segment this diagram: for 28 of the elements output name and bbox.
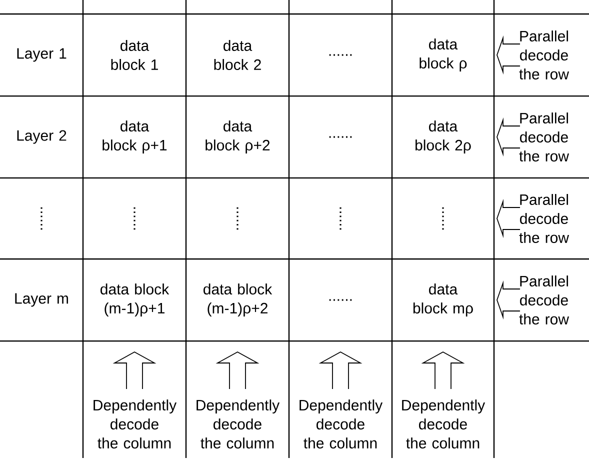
- ellipsis: ......: [340, 207, 342, 230]
- ellipsis: ......: [40, 207, 42, 230]
- ellipsis: ......: [134, 207, 136, 230]
- ellipsis: ......: [236, 207, 238, 230]
- data-block-label: data block (m-1)ρ+1: [100, 284, 170, 316]
- decode-note: Parallel decode the row: [519, 30, 570, 80]
- decode-note: Dependently decode the column: [300, 400, 383, 448]
- data-block-label: data block ρ+1: [102, 120, 167, 154]
- data-block-label: data block (m-1)ρ+2: [204, 284, 272, 316]
- data-block-label: data block 2: [214, 40, 261, 70]
- data-block-label: data block ρ: [420, 38, 467, 72]
- data-block-label: data block 2ρ: [416, 120, 471, 154]
- decode-note: Dependently decode the column: [196, 400, 280, 448]
- layer-label: Layer 1: [17, 48, 66, 62]
- data-block-label: data block 1: [111, 40, 158, 70]
- ellipsis: ......: [329, 54, 352, 56]
- layer-label: Layer 2: [17, 130, 66, 144]
- data-block-label: data block mρ: [413, 284, 473, 316]
- decode-note: Parallel decode the row: [519, 276, 570, 324]
- ellipsis: ......: [329, 299, 352, 301]
- layer-label: Layer m: [15, 293, 68, 307]
- decode-note: Parallel decode the row: [519, 112, 570, 162]
- decode-note: Dependently decode the column: [402, 400, 486, 448]
- decode-note: Dependently decode the column: [94, 400, 177, 448]
- ellipsis: ......: [329, 136, 352, 138]
- ellipsis: ......: [442, 207, 444, 230]
- data-block-label: data block ρ+2: [206, 120, 270, 154]
- decode-note: Parallel decode the row: [519, 194, 570, 243]
